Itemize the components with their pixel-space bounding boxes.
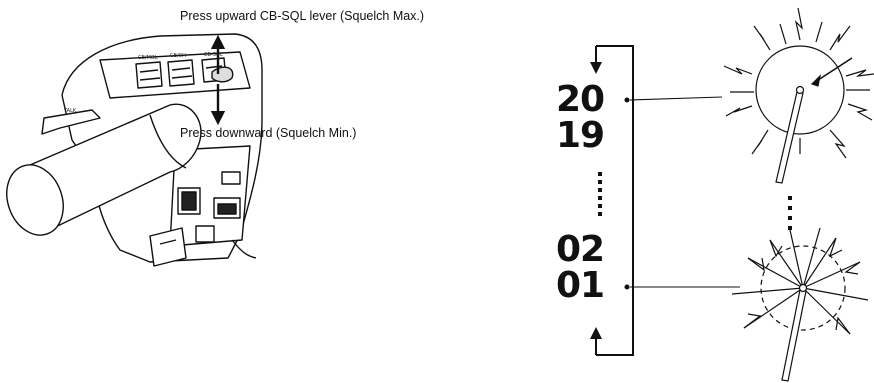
press-up-label: Press upward CB-SQL lever (Squelch Max.) (180, 9, 425, 23)
handlebar-switch-illustration (6, 33, 263, 267)
level-02: 02 (556, 229, 605, 270)
level-19: 19 (556, 115, 605, 156)
squelch-min-dial (731, 227, 869, 382)
press-down-label: Press downward (Squelch Min.) (180, 126, 357, 140)
level-ellipsis (598, 172, 602, 216)
level-01: 01 (556, 265, 605, 306)
talk-switch-label: TALK (63, 108, 77, 114)
dial-ellipsis (788, 196, 792, 230)
squelch-max-dial (723, 7, 874, 184)
cb-mode-switch-label: CB/MOL (138, 55, 158, 61)
level-20: 20 (556, 79, 605, 120)
leader-lines (624, 96, 740, 290)
level-cycle-bracket (590, 45, 634, 356)
cb-sql-switch-label: CB-SQL (204, 52, 223, 58)
cb-ch-switch-label: CB/CH (170, 53, 186, 59)
